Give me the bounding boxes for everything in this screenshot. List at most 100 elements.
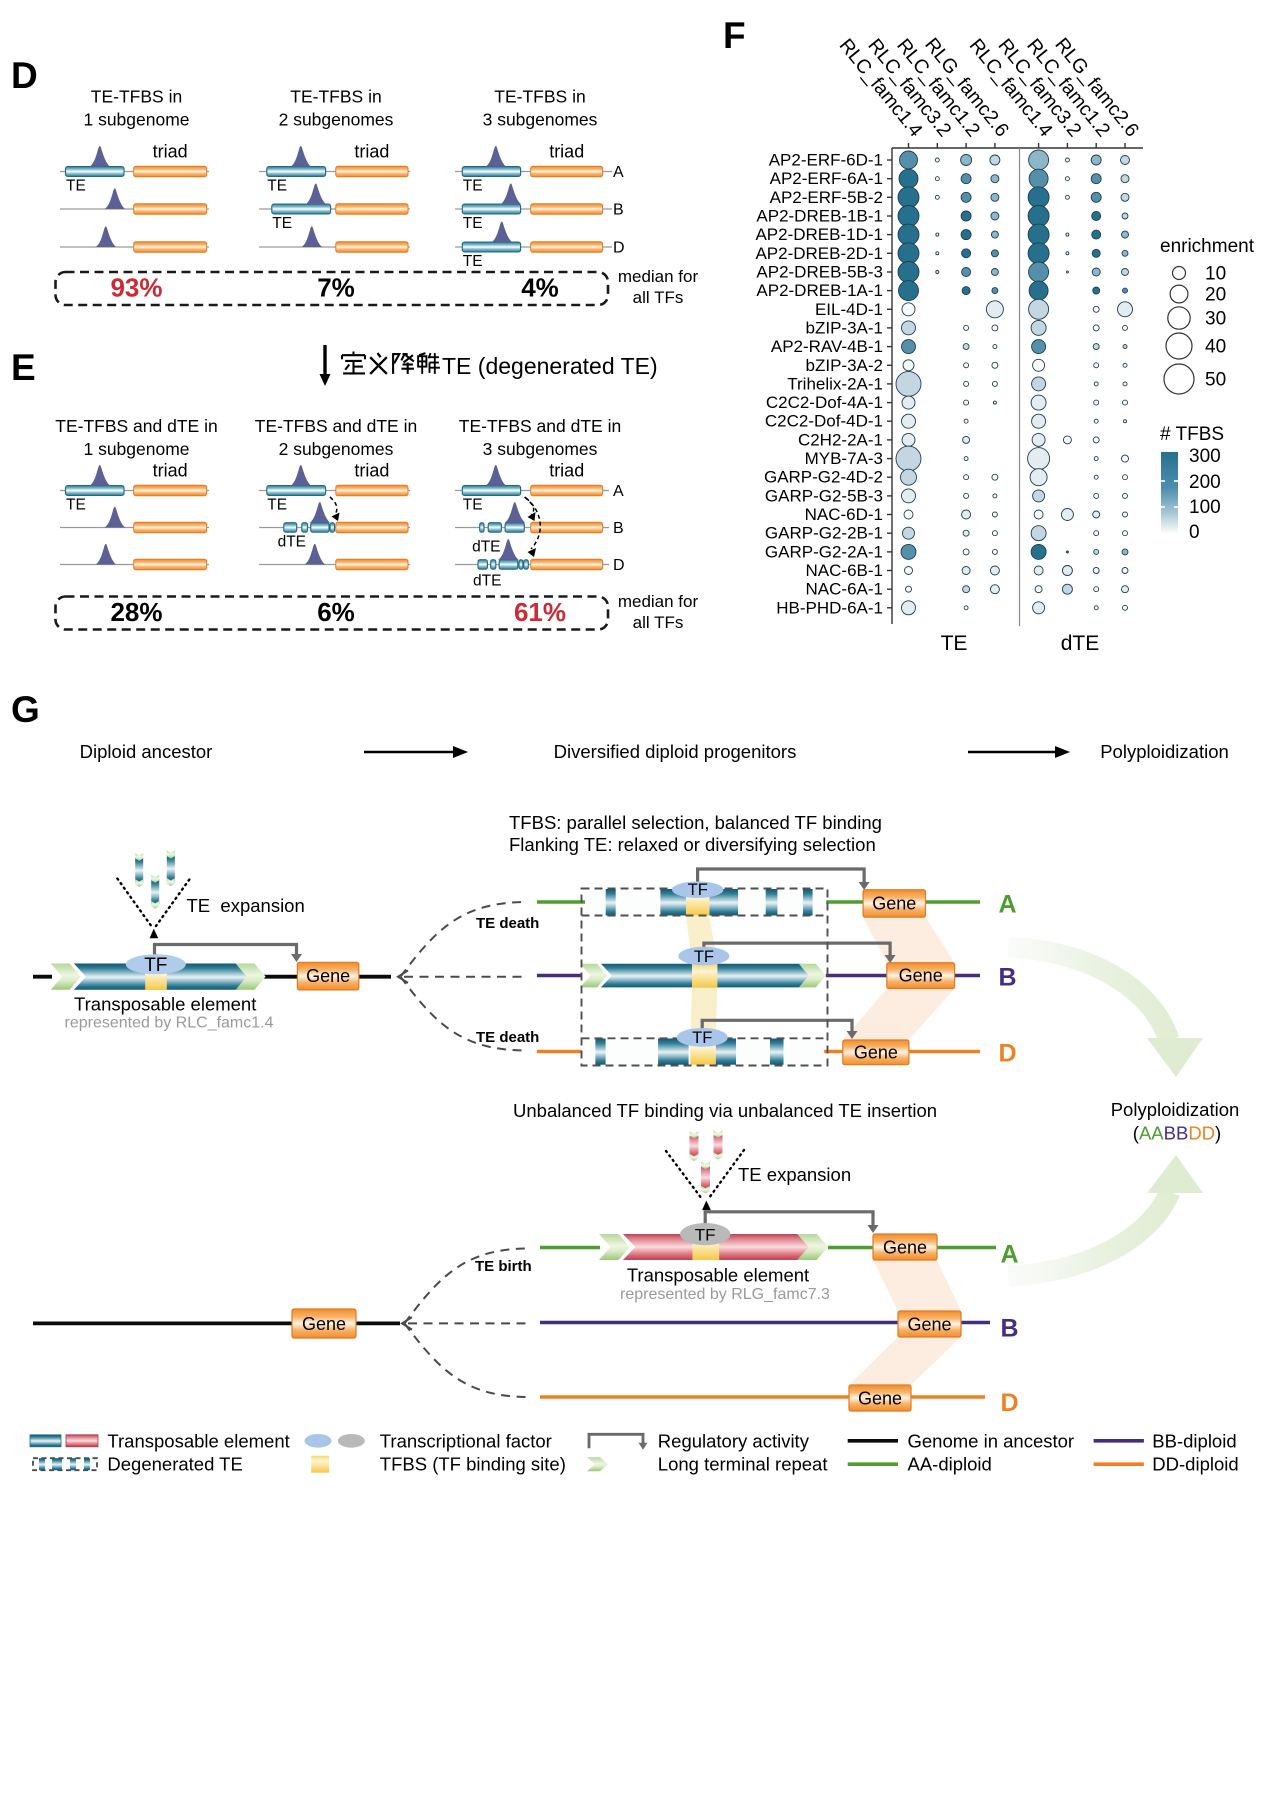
svg-text:TE: TE (66, 497, 86, 514)
svg-text:G: G (11, 689, 40, 730)
svg-text:TE: TE (941, 632, 968, 655)
svg-text:300: 300 (1189, 446, 1221, 467)
svg-text:TFBS: parallel selection, bala: TFBS: parallel selection, balanced TF bi… (509, 812, 882, 833)
svg-text:TE birth: TE birth (475, 1258, 532, 1275)
svg-text:C2C2-Dof-4D-1: C2C2-Dof-4D-1 (765, 412, 883, 431)
svg-text:TE-TFBS in: TE-TFBS in (91, 87, 182, 107)
svg-text:dTE: dTE (472, 539, 500, 556)
svg-text:D: D (1001, 1389, 1019, 1417)
svg-text:C2H2-2A-1: C2H2-2A-1 (798, 430, 883, 449)
svg-text:AP2-DREB-1B-1: AP2-DREB-1B-1 (756, 207, 883, 226)
svg-text:Gene: Gene (907, 1315, 951, 1335)
svg-text:40: 40 (1205, 337, 1226, 358)
svg-text:(AABBDD): (AABBDD) (1133, 1123, 1221, 1144)
svg-text:B: B (1001, 1315, 1019, 1343)
svg-text:triad: triad (153, 461, 188, 481)
svg-text:B: B (999, 964, 1017, 992)
svg-text:A: A (999, 891, 1017, 919)
svg-text:93%: 93% (110, 273, 162, 303)
svg-text:AP2-RAV-4B-1: AP2-RAV-4B-1 (771, 337, 883, 356)
svg-text:Transposable element: Transposable element (107, 1430, 289, 1451)
svg-text:TF: TF (144, 955, 167, 976)
svg-text:D: D (11, 55, 38, 96)
svg-text:50: 50 (1205, 370, 1226, 391)
svg-text:Gene: Gene (302, 1314, 346, 1334)
svg-text:NAC-6B-1: NAC-6B-1 (806, 561, 883, 580)
svg-text:median for: median for (618, 592, 699, 611)
svg-text:Trihelix-2A-1: Trihelix-2A-1 (787, 374, 883, 393)
svg-text:dTE: dTE (1061, 632, 1100, 655)
svg-text:TE death: TE death (476, 1029, 539, 1046)
svg-text:GARP-G2-2B-1: GARP-G2-2B-1 (765, 524, 883, 543)
svg-text:TE (degenerated TE): TE (degenerated TE) (442, 353, 658, 379)
svg-text:D: D (613, 240, 625, 257)
svg-text:Polyploidization: Polyploidization (1100, 741, 1229, 762)
svg-text:dTE: dTE (473, 573, 501, 590)
svg-text:30: 30 (1205, 309, 1226, 330)
svg-text:Transposable element: Transposable element (74, 994, 256, 1015)
svg-text:Gene: Gene (899, 966, 943, 986)
svg-text:TF: TF (688, 881, 708, 899)
svg-text:AP2-DREB-1A-1: AP2-DREB-1A-1 (756, 281, 883, 300)
svg-text:GARP-G2-4D-2: GARP-G2-4D-2 (764, 468, 883, 487)
svg-text:TE: TE (463, 497, 483, 514)
svg-text:all TFs: all TFs (633, 613, 684, 632)
svg-text:TE: TE (463, 253, 483, 270)
svg-text:Transposable element: Transposable element (627, 1265, 809, 1286)
svg-text:TF: TF (695, 1226, 716, 1245)
svg-text:28%: 28% (110, 597, 162, 627)
svg-text:Long terminal repeat: Long terminal repeat (658, 1454, 828, 1475)
svg-text:4%: 4% (521, 273, 559, 303)
svg-text:TE: TE (463, 215, 483, 232)
svg-text:NAC-6A-1: NAC-6A-1 (806, 580, 883, 599)
svg-text:BB-diploid: BB-diploid (1152, 1430, 1236, 1451)
svg-text:2 subgenomes: 2 subgenomes (279, 439, 394, 459)
svg-text:20: 20 (1205, 285, 1226, 306)
svg-text:F: F (723, 15, 746, 56)
svg-text:A: A (613, 483, 624, 500)
svg-text:triad: triad (549, 142, 584, 162)
svg-text:Gene: Gene (872, 894, 916, 914)
svg-text:bZIP-3A-2: bZIP-3A-2 (806, 356, 883, 375)
svg-text:Degenerated TE: Degenerated TE (107, 1454, 242, 1475)
svg-text:10: 10 (1205, 264, 1226, 285)
svg-text:AP2-DREB-2D-1: AP2-DREB-2D-1 (755, 244, 883, 263)
svg-text:triad: triad (354, 142, 389, 162)
svg-text:100: 100 (1189, 497, 1221, 518)
svg-text:TE-TFBS and dTE in: TE-TFBS and dTE in (459, 416, 621, 436)
svg-text:TE-TFBS and dTE in: TE-TFBS and dTE in (255, 416, 417, 436)
svg-text:B: B (613, 520, 624, 537)
svg-text:1 subgenome: 1 subgenome (83, 110, 189, 130)
svg-text:EIL-4D-1: EIL-4D-1 (815, 300, 883, 319)
svg-text:AP2-DREB-5B-3: AP2-DREB-5B-3 (756, 263, 883, 282)
svg-text:Flanking TE: relaxed or divers: Flanking TE: relaxed or diversifying sel… (509, 834, 876, 855)
svg-text:enrichment: enrichment (1160, 236, 1255, 257)
svg-text:Diversified diploid progenitor: Diversified diploid progenitors (554, 741, 797, 762)
svg-text:TE expansion: TE expansion (738, 1164, 851, 1185)
svg-text:Transcriptional factor: Transcriptional factor (380, 1430, 552, 1451)
svg-text:TE-TFBS in: TE-TFBS in (290, 87, 381, 107)
svg-text:bZIP-3A-1: bZIP-3A-1 (806, 318, 883, 337)
svg-text:0: 0 (1189, 522, 1200, 543)
svg-text:TF: TF (694, 948, 714, 966)
svg-text:GARP-G2-5B-3: GARP-G2-5B-3 (765, 486, 883, 505)
svg-text:Regulatory activity: Regulatory activity (658, 1430, 810, 1451)
svg-text:Unbalanced TF binding via unba: Unbalanced TF binding via unbalanced TE … (513, 1100, 937, 1121)
svg-text:3 subgenomes: 3 subgenomes (483, 110, 598, 130)
svg-text:dTE: dTE (278, 534, 306, 551)
svg-text:D: D (999, 1040, 1017, 1068)
svg-text:TFBS (TF binding site): TFBS (TF binding site) (380, 1454, 566, 1475)
svg-text:all TFs: all TFs (633, 288, 684, 307)
svg-text:A: A (613, 164, 624, 181)
svg-text:NAC-6D-1: NAC-6D-1 (805, 505, 883, 524)
svg-text:3 subgenomes: 3 subgenomes (483, 439, 598, 459)
svg-text:Gene: Gene (858, 1389, 902, 1409)
svg-text:triad: triad (354, 461, 389, 481)
svg-text:6%: 6% (317, 597, 355, 627)
svg-text:TE: TE (272, 215, 292, 232)
svg-text:Gene: Gene (854, 1043, 898, 1063)
svg-text:Gene: Gene (883, 1238, 927, 1258)
svg-text:TE: TE (463, 178, 483, 195)
svg-text:D: D (613, 557, 625, 574)
svg-text:2 subgenomes: 2 subgenomes (279, 110, 394, 130)
